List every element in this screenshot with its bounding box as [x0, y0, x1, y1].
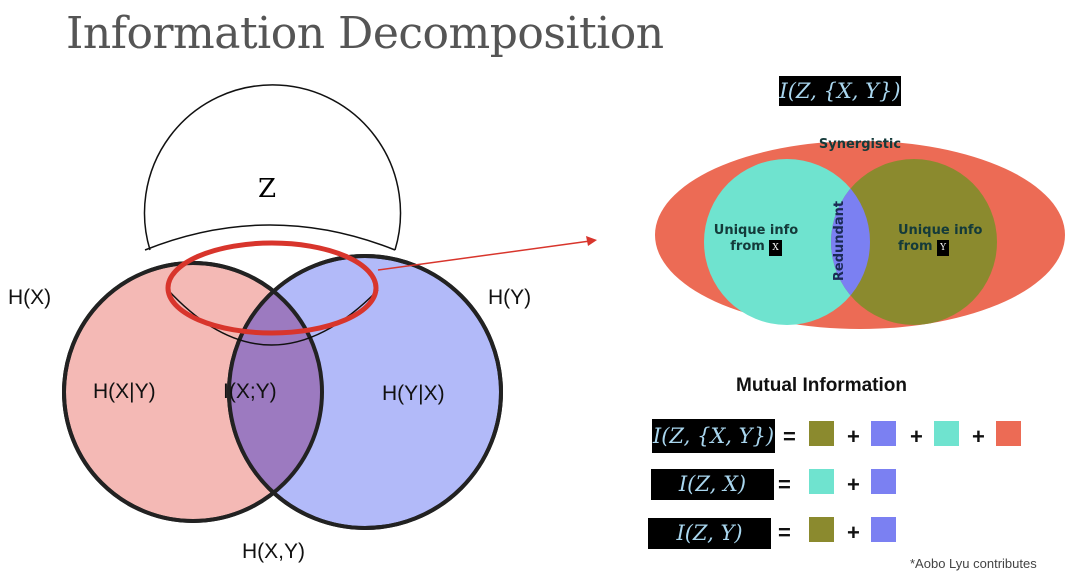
synergistic-swatch — [996, 421, 1021, 446]
plus: + — [847, 472, 860, 497]
unique-y-label: Unique info — [898, 223, 983, 238]
z-label: Z — [258, 174, 277, 204]
from-label: from — [898, 239, 933, 254]
unique-y-swatch — [809, 517, 834, 542]
hx-label: H(X) — [8, 286, 52, 309]
equals: = — [778, 520, 791, 545]
ixy-label: I(X;Y) — [223, 380, 277, 403]
plus: + — [972, 424, 985, 449]
unique-y-region — [831, 159, 997, 325]
from-label: from — [730, 239, 765, 254]
eq2-lhs: I(Z, X) — [651, 469, 774, 500]
pid-diagram — [655, 141, 1065, 329]
hx-given-y-label: H(X|Y) — [93, 380, 156, 403]
eq1-lhs: I(Z, {X, Y}) — [652, 419, 775, 453]
y-chip: Y — [937, 240, 950, 256]
hxy-label: H(X,Y) — [242, 540, 305, 563]
eq3-lhs: I(Z, Y) — [648, 518, 771, 549]
plus: + — [847, 424, 860, 449]
hy-given-x-label: H(Y|X) — [382, 382, 445, 405]
redundant-swatch — [871, 517, 896, 542]
plus: + — [910, 424, 923, 449]
redundant-swatch — [871, 421, 896, 446]
redundant-label: Redundant — [832, 200, 847, 282]
slide-title: Information Decomposition — [66, 8, 664, 59]
unique-x-label: Unique info — [713, 223, 799, 238]
x-chip: X — [769, 240, 782, 256]
highlight-ellipse — [165, 240, 379, 336]
credit-note: *Aobo Lyu contributes — [910, 556, 1037, 571]
arrow-head — [586, 236, 597, 246]
mutual-info-region — [229, 263, 322, 521]
decomposition-header: I(Z, {X, Y}) — [779, 76, 901, 106]
unique-y-swatch — [809, 421, 834, 446]
unique-x-region — [704, 159, 870, 325]
hy-label: H(Y) — [488, 286, 532, 309]
synergistic-label: Synergistic — [818, 137, 902, 152]
plus: + — [847, 520, 860, 545]
z-circle — [143, 84, 402, 251]
entropy-venn-diagram — [62, 84, 597, 530]
mi-title: Mutual Information — [736, 375, 907, 396]
arrow-line — [377, 240, 591, 271]
unique-x-swatch — [809, 469, 834, 494]
redundant-swatch — [871, 469, 896, 494]
equals: = — [778, 472, 791, 497]
unique-x-swatch — [934, 421, 959, 446]
equals: = — [783, 424, 796, 449]
